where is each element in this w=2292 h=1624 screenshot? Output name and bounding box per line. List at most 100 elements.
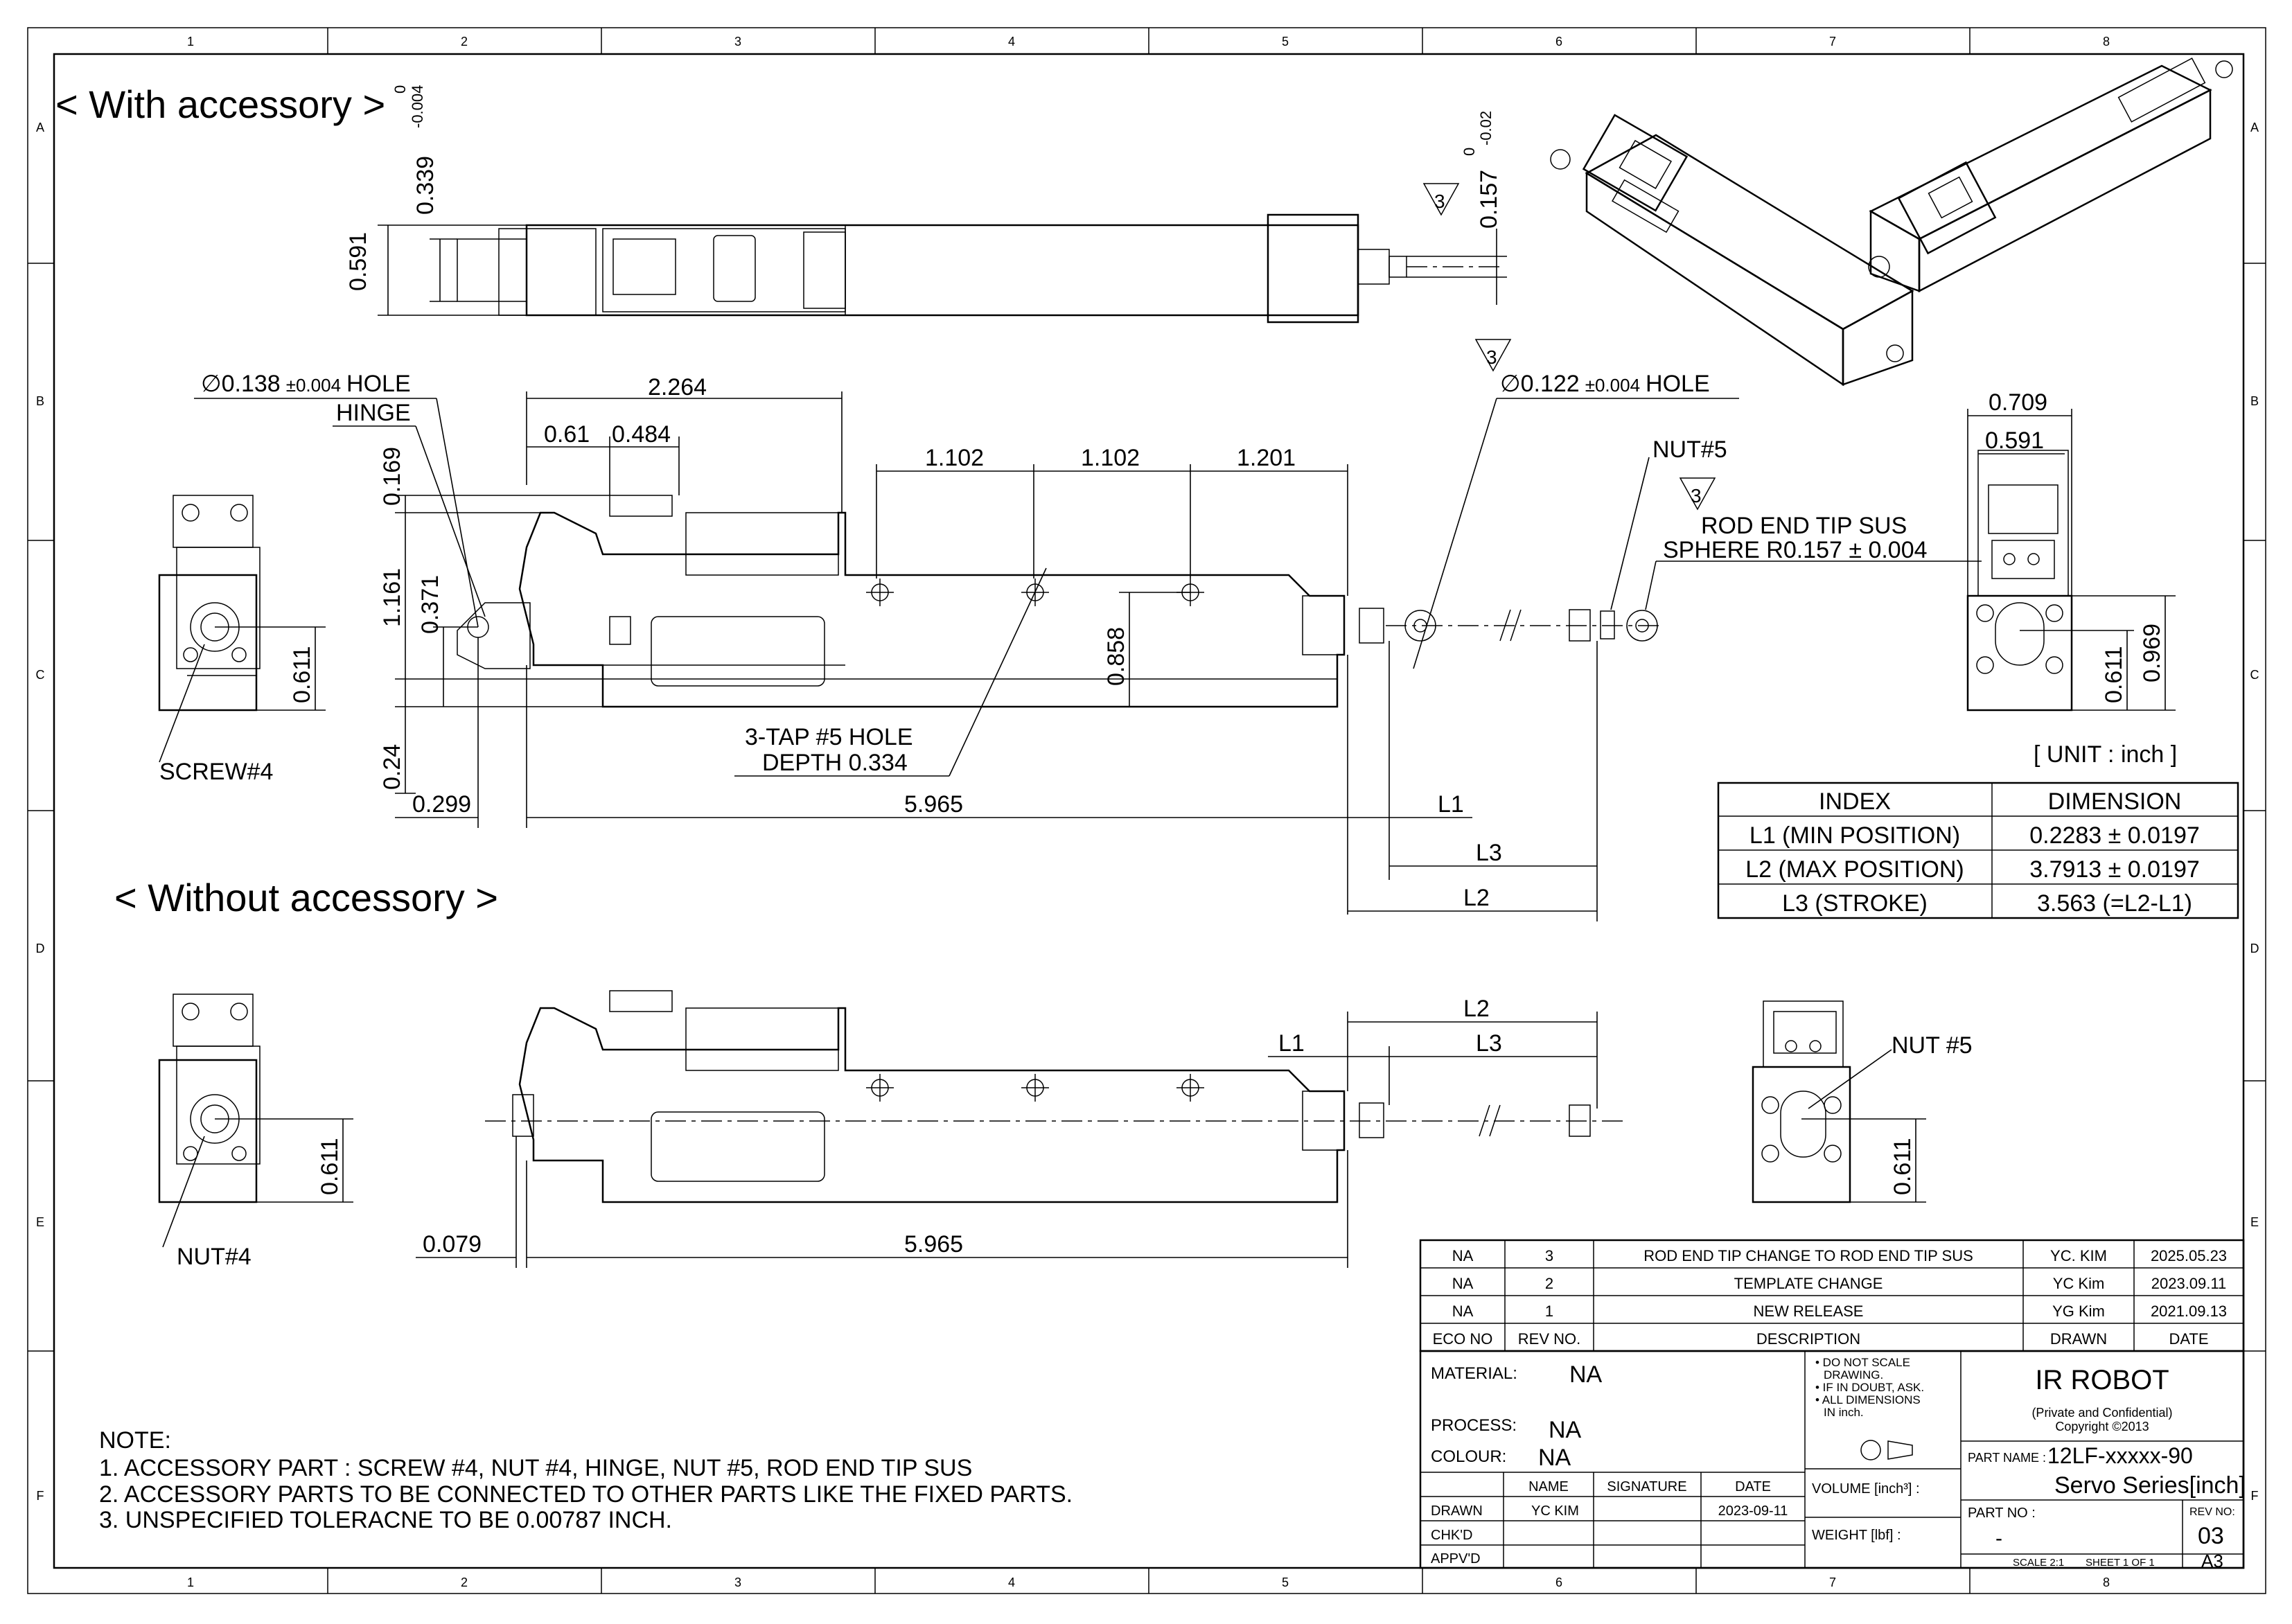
col-label-1-bottom: 1 [187, 1576, 194, 1589]
confidential-label: (Private and Confidential) [2031, 1406, 2172, 1420]
tap-hole-label-2: DEPTH 0.334 [762, 750, 908, 776]
dim-5965-top: 5.965 [904, 791, 963, 818]
note-do-not-scale: • DO NOT SCALE [1815, 1356, 1910, 1369]
col-label-8: 8 [2103, 35, 2110, 48]
row-label-a-right: A [2250, 121, 2259, 134]
dimension-row-3-value: 3.563 (=L2-L1) [2037, 890, 2192, 917]
rev-mark-top: 3 [1434, 191, 1445, 212]
end-view-right-bottom: 0.611 NUT #5 [1752, 1000, 1973, 1203]
screw4-label: SCREW#4 [159, 759, 273, 785]
material-value: NA [1569, 1361, 1603, 1388]
unit-label: [ UNIT : inch ] [2034, 741, 2177, 768]
col-signature-label: SIGNATURE [1607, 1479, 1686, 1494]
rev-row-1-eco: NA [1452, 1247, 1474, 1264]
row-label-d: D [36, 942, 45, 955]
top-view: 0.591 0.339 0 -0.004 0.157 0 -0.02 3 [345, 85, 1507, 324]
dim-0611-left-top: 0.611 [289, 646, 315, 703]
nut5-label: NUT#5 [1652, 436, 1727, 463]
dimension-row-2-value: 3.7913 ± 0.0197 [2029, 856, 2200, 883]
rev-mark-rod: 3 [1691, 485, 1702, 506]
row-label-f-right: F [2251, 1489, 2259, 1503]
dimension-table: INDEX DIMENSION L1 (MIN POSITION) 0.2283… [1717, 782, 2239, 919]
col-label-7: 7 [1829, 35, 1836, 48]
dim-l3-bottom: L3 [1476, 1030, 1502, 1057]
row-label-d-right: D [2250, 942, 2259, 955]
dim-5965-bottom: 5.965 [904, 1231, 963, 1257]
col-name-label: NAME [1528, 1479, 1569, 1494]
col-label-4-bottom: 4 [1008, 1576, 1015, 1589]
rod-end-label-1: ROD END TIP SUS [1701, 513, 1907, 539]
part-name: 12LF-xxxxx-90 [2047, 1443, 2193, 1468]
rev-row-3-rev: 1 [1545, 1303, 1553, 1320]
rev-header-date: DATE [2169, 1330, 2208, 1348]
volume-label: VOLUME [inch³] : [1812, 1481, 1920, 1497]
note-2: 2. ACCESSORY PARTS TO BE CONNECTED TO OT… [99, 1481, 1073, 1508]
rev-row-1-drawn: YC. KIM [2050, 1247, 2107, 1264]
rev-row-3-drawn: YG Kim [2052, 1303, 2105, 1320]
material-label: MATERIAL: [1431, 1364, 1517, 1383]
part-description: Servo Series[inch] [2054, 1472, 2246, 1499]
process-value: NA [1549, 1417, 1582, 1443]
dim-l2-top: L2 [1463, 885, 1490, 911]
col-label-8-bottom: 8 [2103, 1576, 2110, 1589]
rev-row-3-date: 2021.09.13 [2151, 1303, 2227, 1320]
border-frame: 1 2 3 4 5 6 7 8 1 2 3 4 5 6 7 8 A B C D … [27, 27, 2266, 1594]
drawn-label: DRAWN [1431, 1503, 1483, 1519]
colour-label: COLOUR: [1431, 1447, 1506, 1466]
colour-value: NA [1538, 1445, 1571, 1471]
copyright-label: Copyright ©2013 [2055, 1420, 2149, 1433]
col-label-1: 1 [187, 35, 194, 48]
part-no-label: PART NO : [1968, 1506, 2036, 1521]
dim-1102-b: 1.102 [1081, 445, 1140, 471]
weight-label: WEIGHT [lbf] : [1812, 1528, 1901, 1543]
projection-symbol-icon [1860, 1440, 1881, 1460]
without-accessory-heading: < Without accessory > [114, 876, 498, 919]
with-accessory-heading: < With accessory > [55, 82, 385, 126]
rev-row-2-desc: TEMPLATE CHANGE [1734, 1275, 1883, 1292]
rev-no: 03 [2198, 1523, 2224, 1549]
col-date-label: DATE [1735, 1479, 1771, 1494]
col-label-3: 3 [734, 35, 741, 48]
col-label-6-bottom: 6 [1555, 1576, 1562, 1589]
row-label-e: E [36, 1215, 44, 1229]
end-view-left-bottom: 0.611 NUT#4 [158, 994, 353, 1270]
rev-row-2-rev: 2 [1545, 1275, 1553, 1292]
row-label-b-right: B [2250, 394, 2259, 408]
note-1: 1. ACCESSORY PART : SCREW #4, NUT #4, HI… [99, 1455, 972, 1481]
dim-0157-tol-upper: 0 [1461, 148, 1478, 156]
isometric-view-left [1550, 114, 1914, 387]
dim-0969: 0.969 [2139, 624, 2165, 682]
title-block: MATERIAL: NA PROCESS: NA COLOUR: NA NAME… [1419, 1350, 2246, 1571]
col-label-3-bottom: 3 [734, 1576, 741, 1589]
rev-row-2-eco: NA [1452, 1275, 1474, 1292]
rev-row-1-date: 2025.05.23 [2151, 1247, 2227, 1264]
bottom-view: L2 L3 L1 0.079 5.965 [416, 990, 1628, 1268]
dim-l1-top: L1 [1438, 791, 1464, 818]
part-name-label: PART NAME : [1968, 1451, 2046, 1465]
row-label-b: B [36, 394, 44, 408]
col-label-4: 4 [1008, 35, 1015, 48]
dim-1102-a: 1.102 [925, 445, 984, 471]
note-3: 3. UNSPECIFIED TOLERACNE TO BE 0.00787 I… [99, 1507, 672, 1533]
dim-0339-tol-upper: 0 [391, 85, 409, 94]
nut4-label: NUT#4 [177, 1244, 252, 1270]
dim-l3-top: L3 [1476, 840, 1502, 866]
note-do-not-scale-2: DRAWING. [1824, 1368, 1883, 1382]
dim-1161: 1.161 [379, 568, 405, 627]
dim-0858: 0.858 [1103, 627, 1129, 686]
dimension-row-2-index: L2 (MAX POSITION) [1745, 856, 1964, 883]
dim-0611-right-top: 0.611 [2101, 646, 2127, 703]
end-view-right-top: 0.709 0.591 0.611 0.969 [1966, 389, 2176, 712]
rev-header-eco: ECO NO [1433, 1330, 1493, 1348]
company-name: IR ROBOT [2035, 1365, 2169, 1395]
sheet-size: A3 [2201, 1551, 2223, 1571]
dim-0591-top: 0.591 [345, 232, 371, 291]
col-label-5: 5 [1282, 35, 1289, 48]
scale-label: SCALE 2:1 [2013, 1557, 2064, 1569]
rev-no-label: REV NO: [2189, 1506, 2235, 1518]
row-label-f: F [37, 1489, 44, 1503]
revision-table: NA 3 ROD END TIP CHANGE TO ROD END TIP S… [1419, 1239, 2245, 1352]
